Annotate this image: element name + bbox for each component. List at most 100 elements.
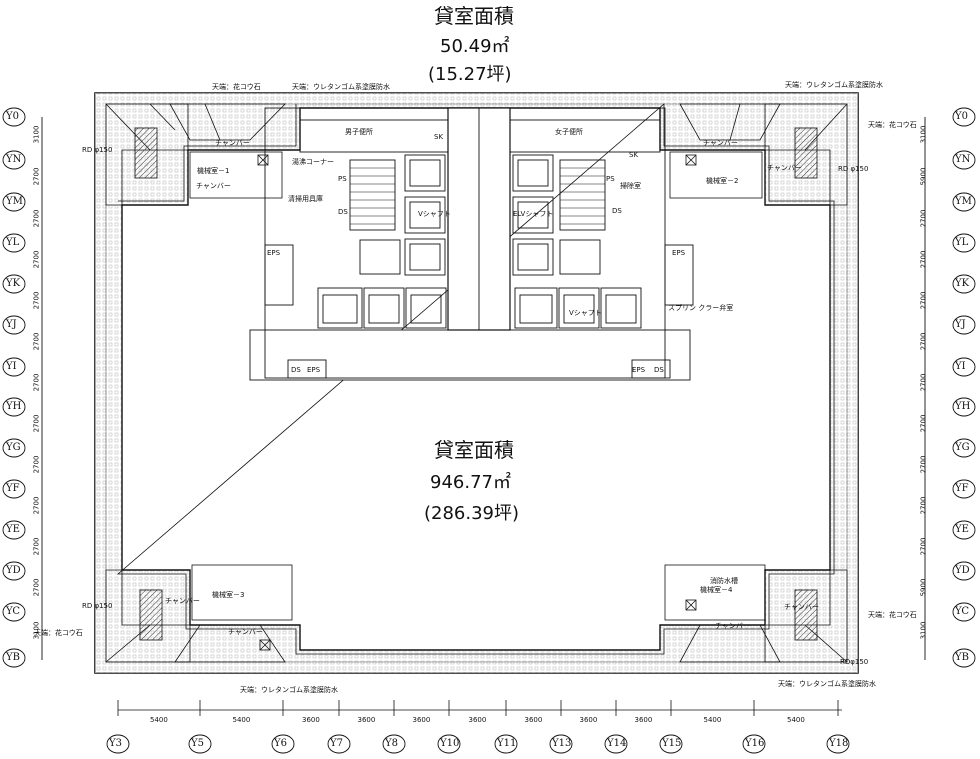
row-axis-label: YK bbox=[955, 278, 970, 289]
row-dimension-label: 2700 bbox=[919, 414, 928, 432]
col-dimension-label: 3600 bbox=[579, 716, 598, 724]
row-dimension-label: 5900 bbox=[919, 167, 928, 186]
label-chamber-br: チャンバー bbox=[784, 603, 819, 611]
label-eps-low-l: EPS bbox=[307, 366, 321, 374]
top-area-title: 貸室面積 bbox=[434, 4, 514, 28]
row-dimension-label: 2700 bbox=[32, 537, 41, 555]
label-sprinkler: スプリン クラー弁室 bbox=[668, 304, 734, 312]
label-roof-tr: 天端：花コウ石 bbox=[868, 121, 917, 129]
label-waterproof-tr: 天端：ウレタンゴム系塗膜防水 bbox=[785, 81, 883, 89]
label-waterproof-tl: 天端：ウレタンゴム系塗膜防水 bbox=[292, 83, 390, 91]
row-dimension-label: 2700 bbox=[919, 496, 928, 514]
col-axis-label: Y16 bbox=[745, 738, 765, 749]
row-axis-label: YJ bbox=[6, 319, 17, 330]
row-axis-label: YI bbox=[6, 361, 17, 372]
label-chamber-br2: チャンバー bbox=[715, 622, 750, 630]
label-rd-br: RDφ150 bbox=[840, 658, 869, 666]
label-kyuto: 湯沸コーナー bbox=[292, 158, 334, 166]
row-dimension-label: 3100 bbox=[919, 621, 928, 640]
row-axis-bubbles bbox=[2, 107, 976, 668]
label-chamber-tl2: チャンバー bbox=[196, 182, 231, 190]
label-v-shaft-r: Vシャフト bbox=[569, 309, 602, 317]
row-dimension-label: 2700 bbox=[919, 455, 928, 473]
main-area-tsubo: (286.39坪) bbox=[424, 503, 520, 524]
label-ds-r: DS bbox=[612, 207, 622, 215]
top-area-tsubo: (15.27坪) bbox=[428, 64, 512, 85]
label-eps-r: EPS bbox=[672, 249, 686, 257]
row-axis-label: YG bbox=[955, 442, 970, 453]
label-waterproof-br: 天端：ウレタンゴム系塗膜防水 bbox=[778, 680, 876, 688]
row-axis-label: YL bbox=[955, 237, 969, 248]
corner-tl bbox=[105, 103, 286, 206]
col-axis-label: Y6 bbox=[274, 738, 287, 749]
label-roof-bl: 天端：花コウ石 bbox=[34, 629, 83, 637]
row-axis-label: YD bbox=[6, 565, 21, 576]
label-chamber-tr2: チャンバー bbox=[767, 164, 802, 172]
row-axis-label: YC bbox=[6, 606, 21, 617]
corner-tr bbox=[669, 103, 848, 206]
row-axis-label: YH bbox=[6, 401, 22, 412]
row-axis-label: YE bbox=[6, 524, 20, 535]
col-axis-bubbles bbox=[106, 734, 850, 754]
top-area-value: 50.49㎡ bbox=[440, 36, 510, 57]
col-axis-label: Y18 bbox=[829, 738, 849, 749]
label-ds-eps-l: DS bbox=[291, 366, 301, 374]
corner-bl bbox=[105, 564, 293, 663]
row-axis-label: YM bbox=[6, 196, 23, 207]
label-machine-2: 機械室－2 bbox=[706, 177, 739, 185]
label-machine-1: 機械室－1 bbox=[197, 167, 230, 175]
row-axis-label: YN bbox=[6, 154, 22, 165]
label-waterproof-bl: 天端：ウレタンゴム系塗膜防水 bbox=[240, 686, 338, 694]
row-dimension-label: 2700 bbox=[32, 250, 41, 268]
label-chamber-bl: チャンバー bbox=[165, 597, 200, 605]
row-dimension-label: 3100 bbox=[919, 125, 928, 143]
row-dimension-label: 2700 bbox=[32, 167, 41, 186]
label-chamber-tr: チャンバー bbox=[703, 139, 738, 147]
corner-br bbox=[664, 564, 848, 663]
row-dimension-label: 2700 bbox=[919, 537, 928, 555]
label-fire: 消防水槽 bbox=[710, 577, 738, 585]
label-rd-tr: RD φ150 bbox=[838, 165, 869, 173]
main-area-value: 946.77㎡ bbox=[430, 472, 511, 493]
row-dimension-label: 2700 bbox=[32, 455, 41, 473]
col-axis-label: Y15 bbox=[662, 738, 682, 749]
row-axis-label: YN bbox=[955, 154, 971, 165]
row-axis-label: YM bbox=[955, 196, 972, 207]
row-dimension-label: 2700 bbox=[919, 332, 928, 351]
label-eps-l: EPS bbox=[267, 249, 281, 257]
col-axis-label: Y11 bbox=[497, 738, 517, 749]
col-dimension-label: 5400 bbox=[150, 716, 168, 724]
label-ds-low-r: DS bbox=[654, 366, 664, 374]
bottom-dimension-line bbox=[117, 700, 842, 716]
col-dimension-label: 3600 bbox=[468, 716, 487, 724]
label-v-shaft-l: Vシャフト bbox=[418, 210, 451, 218]
col-axis-label: Y3 bbox=[109, 738, 122, 749]
label-machine-3: 機械室－3 bbox=[212, 591, 245, 599]
col-dimension-label: 3600 bbox=[412, 716, 431, 724]
row-axis-label: YB bbox=[6, 652, 20, 663]
row-dimension-label: 2700 bbox=[32, 291, 41, 309]
row-axis-label: YE bbox=[955, 524, 969, 535]
col-axis-label: Y5 bbox=[191, 738, 204, 749]
col-axis-label: Y13 bbox=[552, 738, 572, 749]
row-dimension-label: 2700 bbox=[32, 373, 41, 392]
label-rd-bl: RD φ150 bbox=[82, 602, 113, 610]
row-axis-label: Y0 bbox=[6, 111, 19, 122]
row-dimension-label: 2700 bbox=[32, 209, 41, 227]
row-dimension-label: 2700 bbox=[32, 414, 41, 432]
row-dimension-label: 2700 bbox=[919, 250, 928, 268]
label-cleaning: 清掃用具庫 bbox=[288, 195, 323, 203]
col-axis-label: Y8 bbox=[385, 738, 398, 749]
label-sk-r: SK bbox=[629, 151, 639, 159]
label-ps-l: PS bbox=[338, 175, 347, 183]
label-roof-tl: 天端：花コウ石 bbox=[212, 83, 261, 91]
row-dimension-label: 2700 bbox=[32, 496, 41, 514]
row-dimension-label: 2700 bbox=[32, 578, 41, 596]
label-clean-room: 掃除室 bbox=[620, 182, 641, 190]
row-axis-label: YJ bbox=[955, 319, 966, 330]
row-dimension-label: 3100 bbox=[32, 125, 41, 143]
col-dimension-label: 5400 bbox=[703, 716, 722, 724]
row-axis-label: YG bbox=[6, 442, 21, 453]
row-dimension-label: 2700 bbox=[919, 373, 928, 392]
